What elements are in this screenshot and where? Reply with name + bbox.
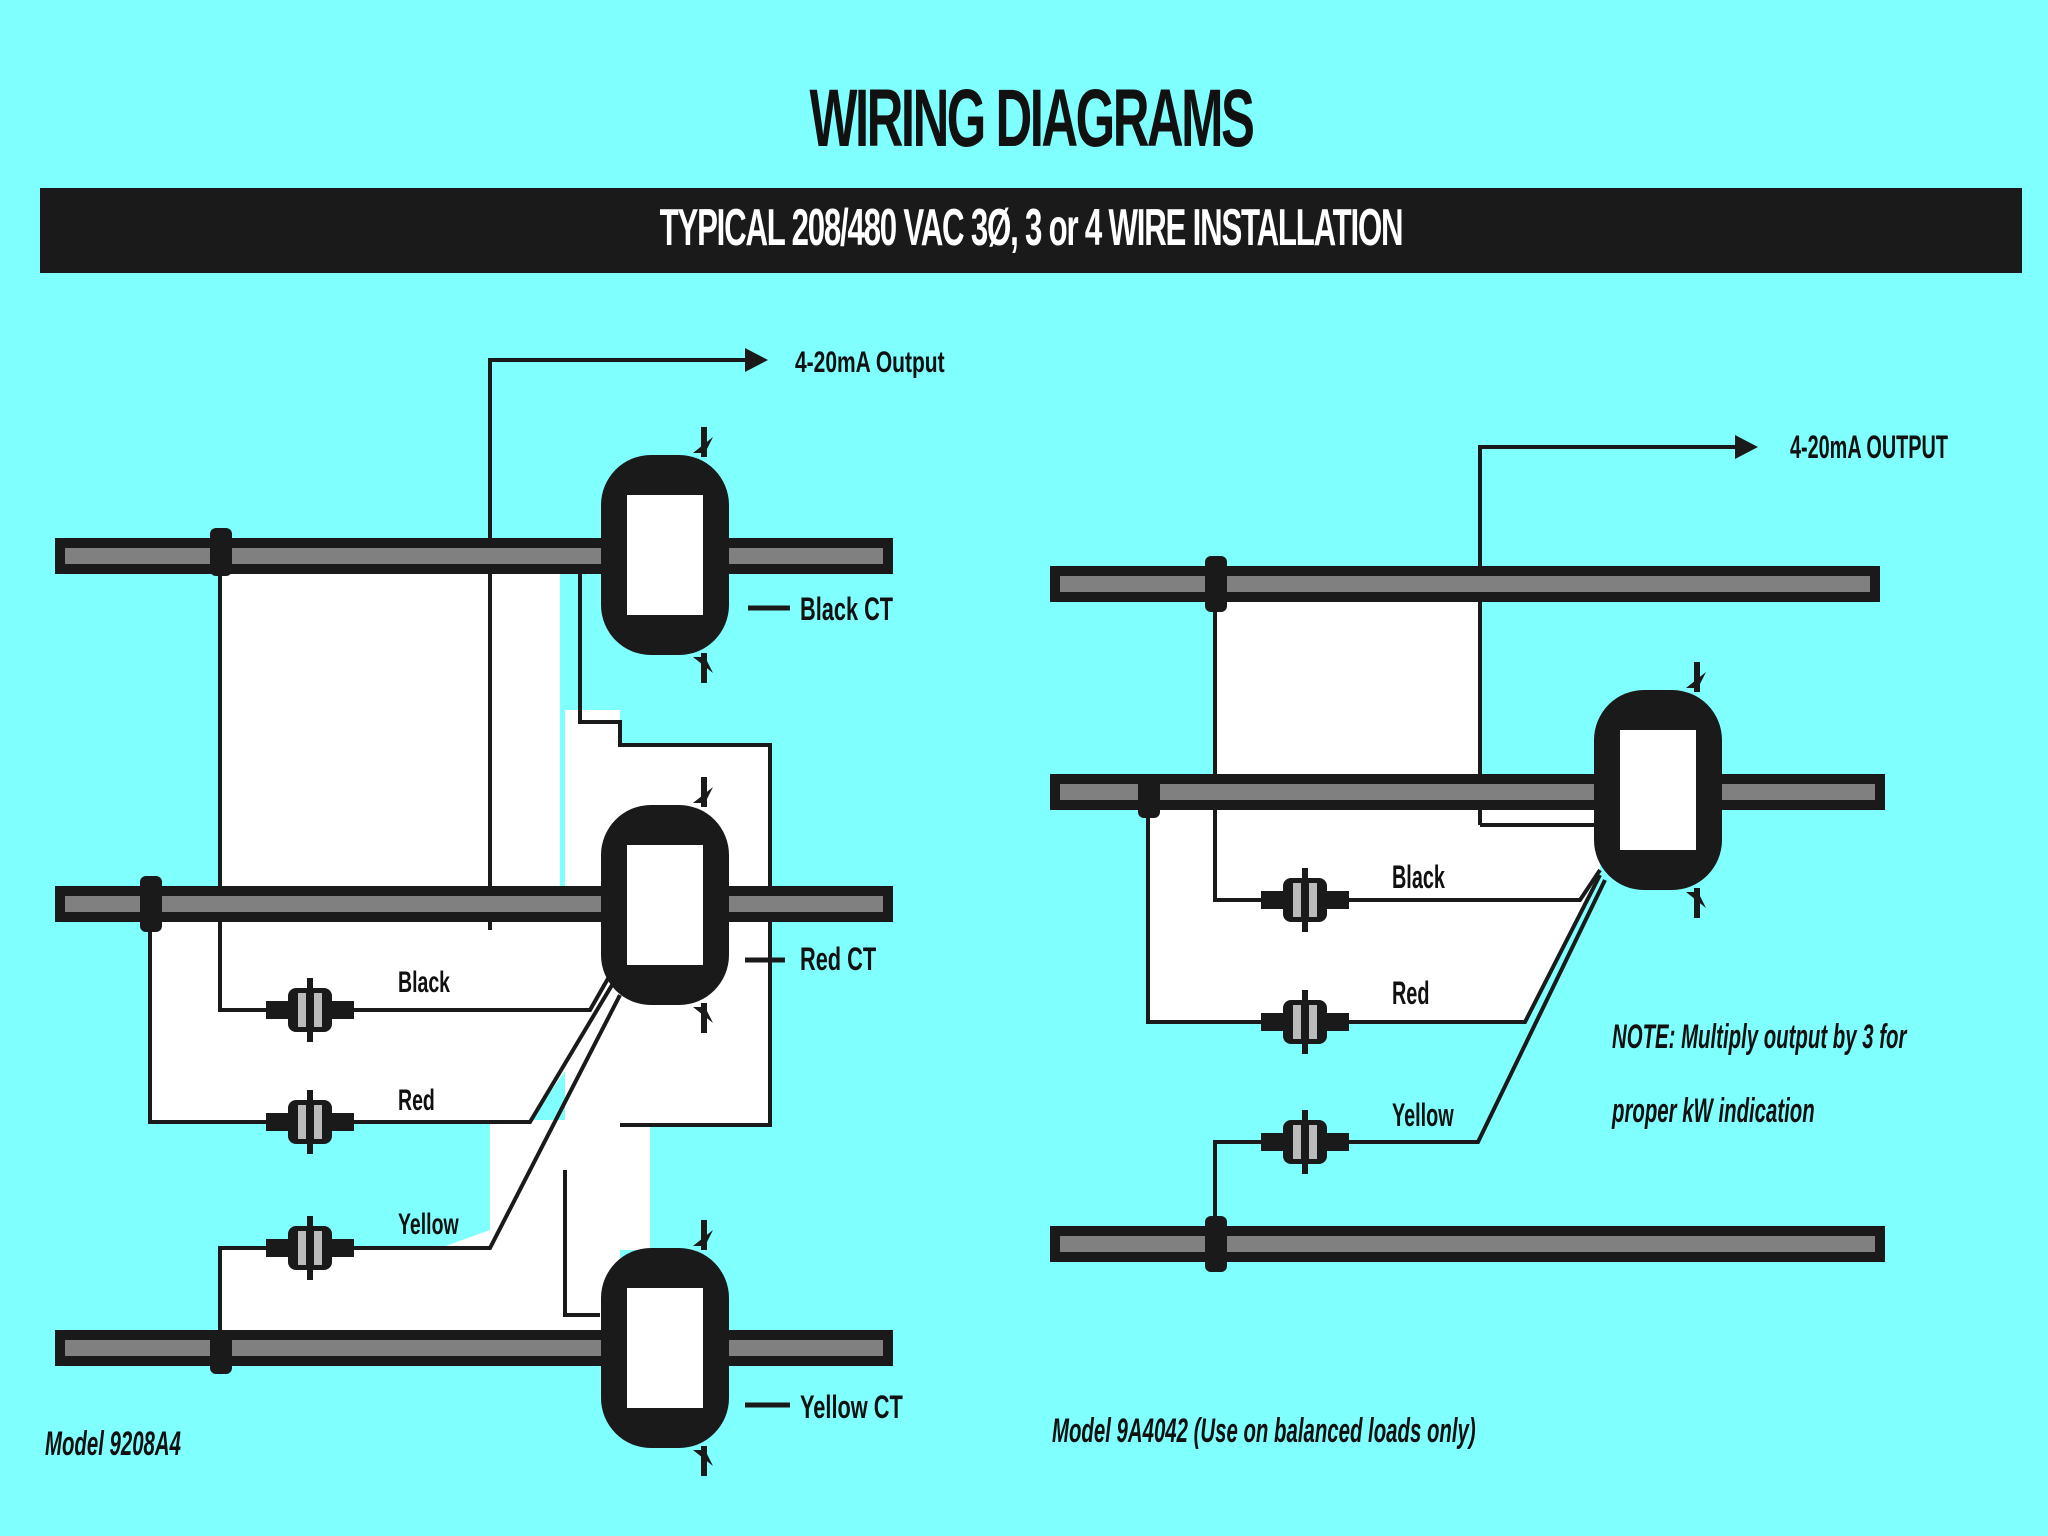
right-wire-backgrounds xyxy=(1148,590,1600,1022)
page-title: WIRING DIAGRAMS xyxy=(809,73,1255,164)
right-red-wire-label: Red xyxy=(1392,975,1429,1011)
left-diagram: 4-20mA Output Black CT Red CT Yellow CT … xyxy=(45,347,945,1476)
right-ct xyxy=(1594,662,1722,918)
left-yellow-ct-label: Yellow CT xyxy=(800,1389,903,1425)
right-output-label: 4-20mA OUTPUT xyxy=(1790,429,1948,465)
left-ct-arrows xyxy=(745,605,790,1408)
left-yellow-wire-label: Yellow xyxy=(398,1208,459,1241)
right-yellow-wire-label: Yellow xyxy=(1392,1097,1454,1133)
left-black-ct xyxy=(601,427,729,683)
right-black-wire-label: Black xyxy=(1392,859,1445,895)
right-note-line-2: proper kW indication xyxy=(1611,1092,1814,1130)
left-model-label: Model 9208A4 xyxy=(45,1425,181,1463)
banner-text: TYPICAL 208/480 VAC 3Ø, 3 or 4 WIRE INST… xyxy=(659,199,1404,257)
right-fuse-yellow xyxy=(1261,1110,1349,1174)
left-black-ct-label: Black CT xyxy=(800,591,893,627)
left-yellow-ct xyxy=(601,1220,729,1476)
left-black-wire-label: Black xyxy=(398,966,451,999)
right-note-line-1: NOTE: Multiply output by 3 for xyxy=(1612,1018,1908,1056)
right-diagram: 4-20mA OUTPUT Black Red Yellow NOTE: Mul… xyxy=(1050,429,1948,1449)
left-red-ct-label: Red CT xyxy=(800,941,876,977)
right-model-label: Model 9A4042 (Use on balanced loads only… xyxy=(1052,1412,1476,1450)
left-wires xyxy=(148,358,772,1350)
title-banner: TYPICAL 208/480 VAC 3Ø, 3 or 4 WIRE INST… xyxy=(40,188,2022,273)
left-red-wire-label: Red xyxy=(398,1084,435,1117)
left-output-label: 4-20mA Output xyxy=(795,347,945,379)
